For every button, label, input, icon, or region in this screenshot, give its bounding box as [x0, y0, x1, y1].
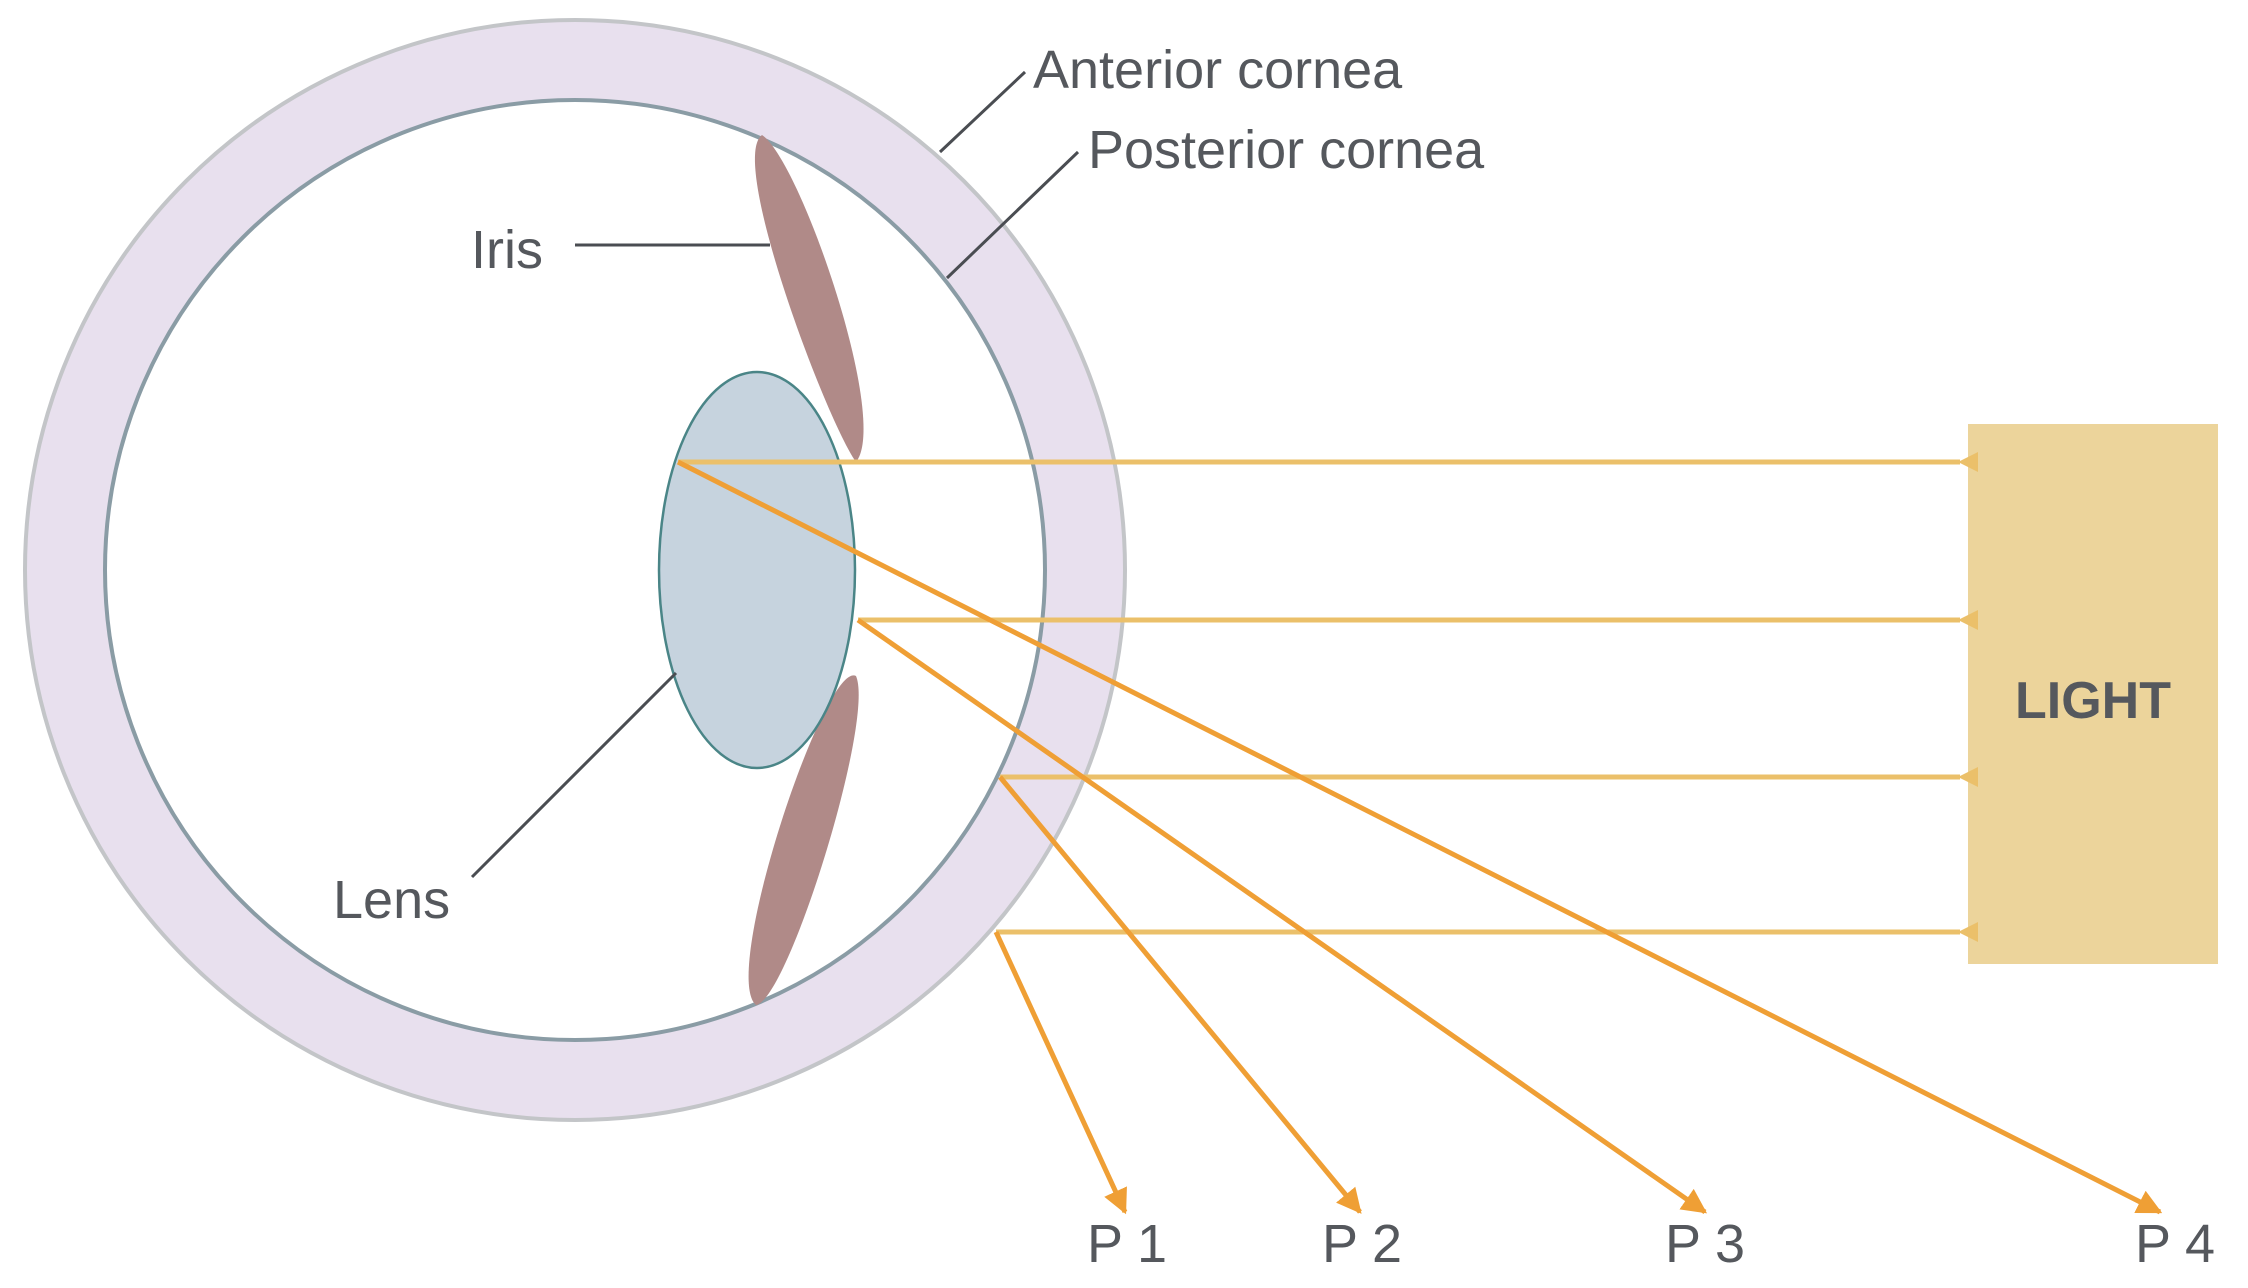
posterior-cornea-outline — [103, 98, 1047, 1042]
reflection-label-p1: P 1 — [1087, 1214, 1167, 1274]
light-source — [1968, 424, 2218, 964]
reflected-ray-p4 — [676, 459, 2163, 1215]
anterior-cornea-leader — [938, 70, 1027, 154]
reflection-label-p2: P 2 — [1322, 1214, 1402, 1274]
iris-label: Iris — [471, 220, 543, 280]
light-label: LIGHT — [2015, 672, 2171, 730]
reflection-label-p4: P 4 — [2135, 1214, 2215, 1274]
iris-lower — [748, 675, 859, 1005]
reflection-label-p3: P 3 — [1665, 1214, 1745, 1274]
posterior-cornea-label: Posterior cornea — [1088, 120, 1485, 180]
iris-upper — [754, 135, 864, 462]
lens-leader — [470, 671, 678, 879]
reflected-ray-p2 — [998, 775, 1362, 1214]
reflected-ray-p3 — [856, 617, 1708, 1215]
lens — [657, 370, 857, 770]
lens-label: Lens — [333, 870, 450, 930]
reflected-ray-p1 — [993, 930, 1128, 1215]
posterior-cornea-leader — [945, 150, 1080, 280]
anterior-cornea-label: Anterior cornea — [1033, 40, 1403, 100]
